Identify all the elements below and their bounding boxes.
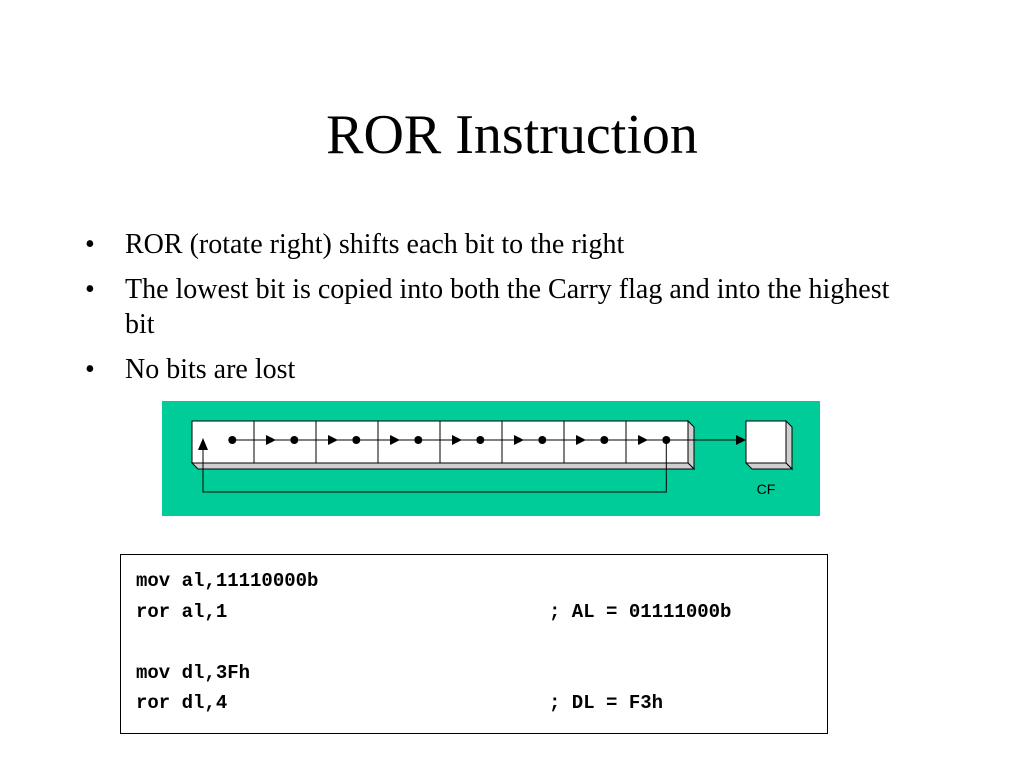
bit-cell (625, 420, 689, 464)
code-example-box: mov al,11110000b ror al,1 ; AL = 01111000b… (120, 554, 828, 734)
bit-cell (439, 420, 503, 464)
bullet-item: • No bits are lost (85, 352, 925, 387)
bit-cell (563, 420, 627, 464)
bullet-list: • ROR (rotate right) shifts each bit to … (85, 227, 925, 397)
arrow-right-icon (638, 435, 648, 445)
rotate-diagram-svg: CF (162, 401, 820, 516)
bit-cell (191, 420, 255, 464)
code-comment: ; DL = F3h (549, 692, 664, 714)
bullet-icon: • (85, 274, 95, 305)
bit-cell (315, 420, 379, 464)
arrow-right-icon (452, 435, 462, 445)
code-instruction: ror al,1 (136, 600, 228, 623)
arrow-right-icon (736, 435, 746, 445)
register-bottom-shade (190, 462, 696, 470)
code-instruction: mov dl,3Fh (136, 661, 251, 684)
arrow-right-icon (328, 435, 338, 445)
bullet-item: • The lowest bit is copied into both the… (85, 272, 925, 342)
code-comment: ; AL = 01111000b (549, 600, 732, 623)
bit-cell (501, 420, 565, 464)
arrow-right-icon (576, 435, 586, 445)
bullet-text: No bits are lost (125, 354, 296, 385)
bit-dot (352, 436, 361, 444)
bit-dot (290, 436, 299, 444)
bullet-text: ROR (rotate right) shifts each bit to th… (125, 229, 625, 260)
arrow-right-icon (390, 435, 400, 445)
carry-flag-bottom-shade (744, 462, 794, 470)
arrow-right-icon (266, 435, 276, 445)
rotate-feedback-line (202, 440, 667, 493)
carry-flag-label: CF (757, 481, 776, 497)
arrow-right-icon (514, 435, 524, 445)
carry-flag-side-shade (785, 419, 793, 471)
bullet-text: The lowest bit is copied into both the C… (125, 274, 890, 340)
bullet-icon: • (85, 354, 95, 385)
arrow-up-icon (198, 438, 208, 450)
rotate-right-diagram: CF (162, 401, 820, 516)
slide-title: ROR Instruction (326, 104, 698, 166)
bit-cell (253, 420, 317, 464)
code-instruction: mov al,11110000b (136, 570, 319, 592)
carry-flag-box (745, 420, 787, 464)
bit-cell (377, 420, 441, 464)
diagram-content (190, 419, 794, 493)
register-side-shade (687, 419, 695, 471)
bullet-item: • ROR (rotate right) shifts each bit to … (85, 227, 925, 262)
code-instruction: ror dl,4 (136, 692, 228, 714)
bullet-icon: • (85, 229, 95, 260)
